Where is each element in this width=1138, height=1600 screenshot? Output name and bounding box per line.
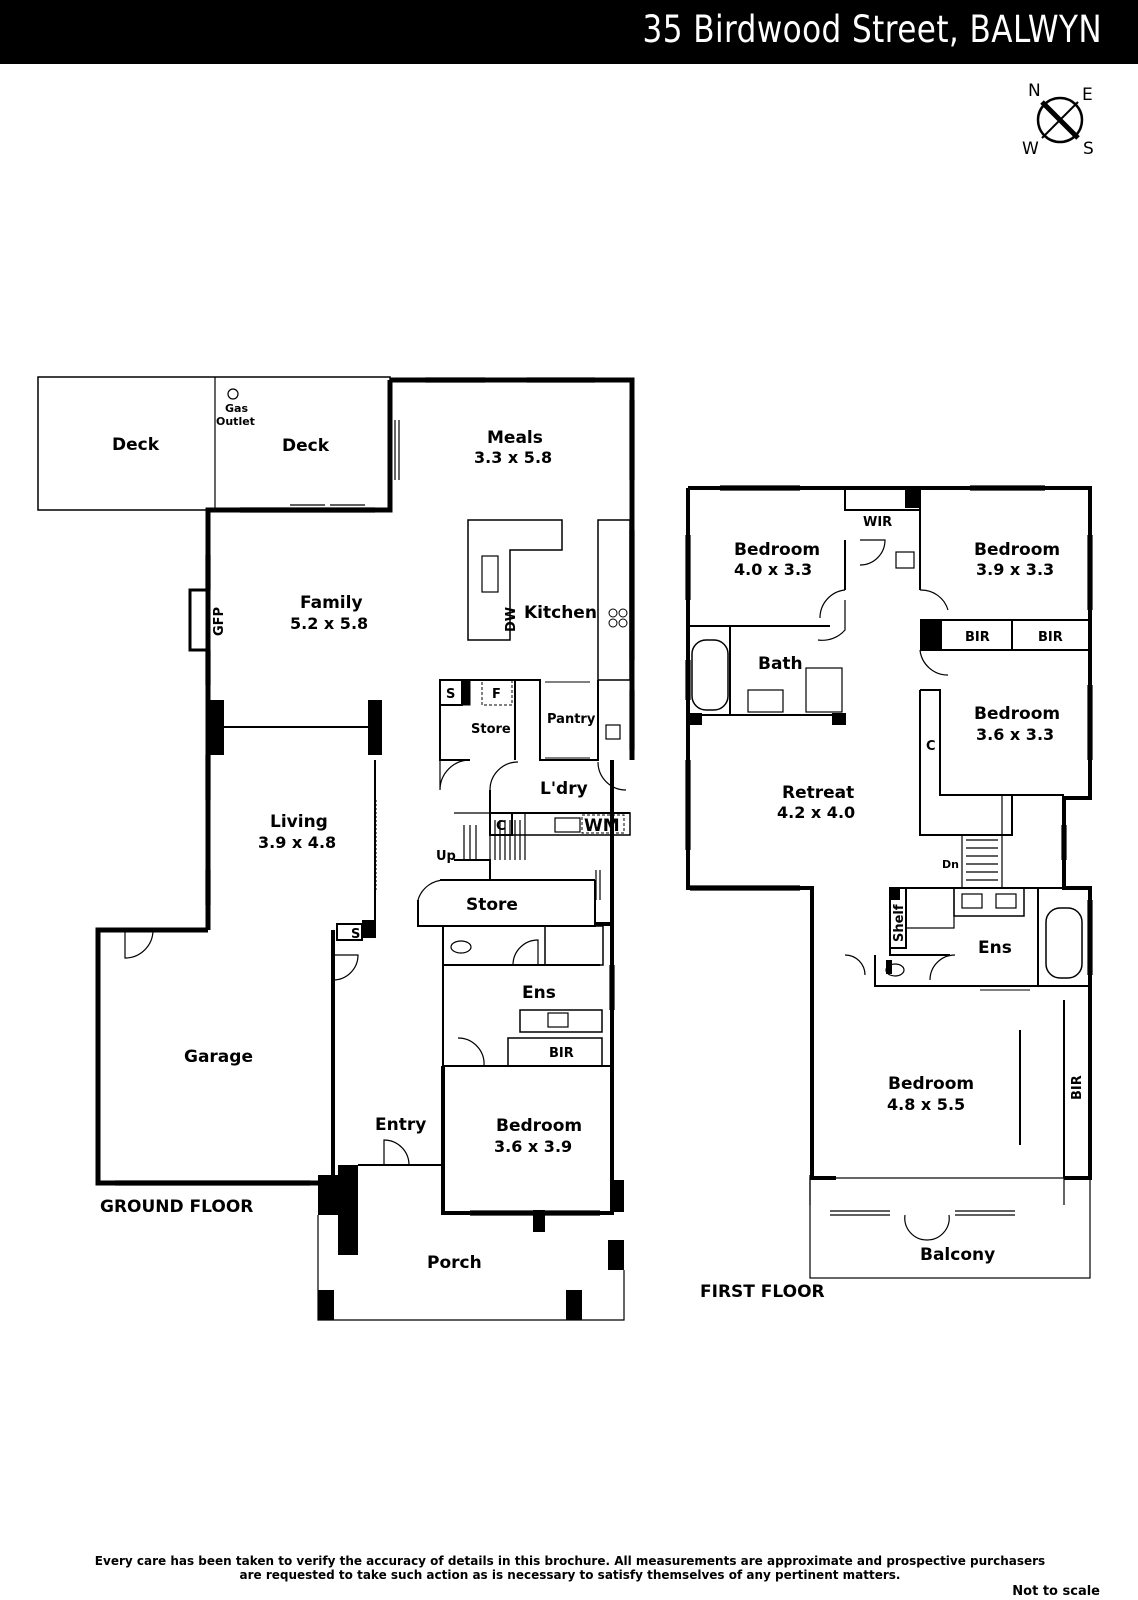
ff-bedroom-3-label: Bedroom — [974, 704, 1060, 724]
living-size: 3.9 x 4.8 — [258, 833, 336, 852]
retreat-size: 4.2 x 4.0 — [777, 803, 855, 822]
gas-outlet-icon — [227, 388, 239, 400]
entry-label: Entry — [375, 1115, 426, 1135]
bir-label: BIR — [549, 1046, 574, 1061]
garage-label: Garage — [184, 1047, 253, 1067]
fridge-label: F — [492, 687, 501, 702]
disclaimer-line-1: Every care has been taken to verify the … — [94, 1554, 1046, 1568]
bathtub-icon — [691, 639, 729, 711]
store-label-2: Store — [466, 895, 518, 915]
ff-ens-label: Ens — [978, 938, 1012, 958]
c-label-1: C — [496, 819, 506, 834]
property-address: 35 Birdwood Street, BALWYN — [642, 8, 1102, 51]
deck-label-1: Deck — [112, 435, 160, 455]
family-size: 5.2 x 5.8 — [290, 614, 368, 633]
retreat-label: Retreat — [782, 783, 854, 803]
sink-icon — [481, 555, 499, 593]
ff-bedroom-3-size: 3.6 x 3.3 — [976, 725, 1054, 744]
porch-label: Porch — [427, 1253, 482, 1273]
dishwasher-label: DW — [504, 607, 519, 632]
bir-label-3: BIR — [1070, 1075, 1085, 1100]
compass-west: W — [1022, 139, 1039, 159]
master-bedroom-label: Bedroom — [888, 1074, 974, 1094]
gfp-label: GFP — [212, 607, 227, 636]
wm-label: WM — [584, 816, 620, 836]
pantry-label: Pantry — [547, 712, 596, 727]
bir-label-2: BIR — [1038, 630, 1063, 645]
ff-bedroom-2-size: 3.9 x 3.3 — [976, 560, 1054, 579]
bir-label-1: BIR — [965, 630, 990, 645]
master-bedroom-size: 4.8 x 5.5 — [887, 1095, 965, 1114]
first-floor-label: FIRST FLOOR — [700, 1282, 825, 1302]
gas-outlet-label-1: Gas — [225, 402, 248, 415]
s-label-2: S — [351, 927, 360, 942]
deck-outline — [37, 376, 391, 511]
disclaimer: Every care has been taken to verify the … — [70, 1554, 1070, 1582]
compass-east: E — [1082, 85, 1093, 105]
s-label-1: S — [446, 687, 455, 702]
ground-floor-label: GROUND FLOOR — [100, 1197, 253, 1217]
bath-label: Bath — [758, 654, 803, 674]
living-label: Living — [270, 812, 328, 832]
ens-label: Ens — [522, 983, 556, 1003]
store-label-1: Store — [471, 722, 511, 737]
disclaimer-line-2: are requested to take such action as is … — [239, 1568, 901, 1582]
stairs-up-label: Up — [436, 849, 456, 864]
bedroom-label: Bedroom — [496, 1116, 582, 1136]
not-to-scale-note: Not to scale — [1012, 1584, 1100, 1599]
c-label: C — [926, 739, 936, 754]
stairs-down-label: Dn — [942, 858, 959, 871]
laundry-label: L'dry — [540, 779, 588, 799]
ff-bedroom-1-label: Bedroom — [734, 540, 820, 560]
bedroom-size: 3.6 x 3.9 — [494, 1137, 572, 1156]
kitchen-island — [467, 519, 563, 641]
gas-outlet-label-2: Outlet — [216, 415, 255, 428]
ff-bedroom-2-label: Bedroom — [974, 540, 1060, 560]
toilet-icon — [450, 940, 472, 954]
meals-size: 3.3 x 5.8 — [474, 448, 552, 467]
wir-label: WIR — [863, 515, 892, 530]
kitchen-label: Kitchen — [524, 603, 597, 623]
gfp-fireplace — [188, 588, 210, 652]
balcony-label: Balcony — [920, 1245, 995, 1265]
family-label: Family — [300, 593, 363, 613]
compass-south: S — [1083, 139, 1094, 159]
meals-label: Meals — [487, 428, 543, 448]
compass-north: N — [1028, 81, 1041, 101]
compass-icon: N E S W — [1022, 81, 1094, 159]
deck-label-2: Deck — [282, 436, 330, 456]
ff-bedroom-1-size: 4.0 x 3.3 — [734, 560, 812, 579]
shelf-label: Shelf — [892, 904, 907, 942]
balcony-outline — [809, 1177, 1091, 1279]
header-banner: 35 Birdwood Street, BALWYN — [0, 0, 1138, 64]
